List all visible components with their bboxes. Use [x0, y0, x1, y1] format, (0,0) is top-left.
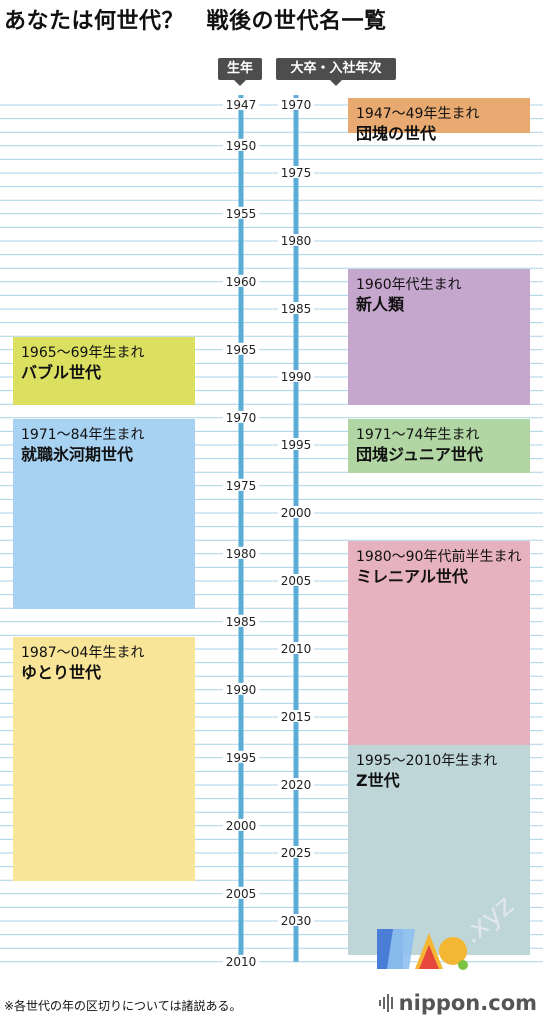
birth-year-axis-label-text: 生年 [226, 61, 253, 76]
graduation-year-tick-bg [278, 642, 314, 654]
birth-year-tick-label: 1980 [226, 547, 257, 561]
birth-year-tick-label: 1985 [226, 615, 257, 629]
birth-year-tick-bg [223, 614, 259, 627]
generation-years-label: 1980〜90年代前半生まれ [356, 549, 522, 566]
graduation-year-tick-bg [278, 846, 314, 858]
graduation-year-axis-label: 大卒・入社年次 [276, 58, 396, 86]
graduation-year-tick-bg [278, 914, 314, 926]
footnote: ※各世代の年の区切りについては諸説ある。 [4, 999, 242, 1013]
generation-name: ミレニアル世代 [356, 567, 468, 587]
birth-year-tick-label: 2010 [226, 955, 257, 969]
birth-year-tick-label: 2000 [226, 819, 257, 833]
birth-year-tick-bg [223, 206, 259, 219]
logo-icon [377, 929, 468, 970]
graduation-year-axis-label-text: 大卒・入社年次 [290, 61, 382, 76]
graduation-year-tick-bg [278, 98, 314, 110]
birth-year-tick-label: 1947 [226, 98, 257, 112]
generation-name: 団塊ジュニア世代 [356, 444, 483, 464]
birth-year-tick-label: 1975 [226, 479, 257, 493]
graduation-year-tick-label: 1990 [281, 370, 312, 384]
birth-year-tick-label: 1970 [226, 411, 257, 425]
generation-years-label: 1965〜69年生まれ [21, 345, 145, 362]
graduation-year-tick-label: 2030 [281, 914, 312, 928]
birth-year-axis-label: 生年 [218, 58, 262, 86]
generation-box-yutori: 1987〜04年生まれゆとり世代 [13, 636, 195, 882]
graduation-year-tick-bg [278, 710, 314, 722]
generation-box-shinjinrui: 1960年代生まれ新人類 [348, 269, 530, 406]
generation-years-label: 1971〜84年生まれ [21, 426, 145, 443]
birth-year-tick-bg [223, 98, 259, 110]
graduation-year-tick-label: 2000 [281, 506, 312, 520]
graduation-year-tick-label: 1980 [281, 234, 312, 248]
birth-year-tick-label: 1995 [226, 751, 257, 765]
birth-year-tick-bg [223, 546, 259, 559]
birth-year-tick-bg [223, 954, 259, 967]
generation-name: バブル世代 [21, 363, 102, 383]
graduation-year-tick-label: 1985 [281, 302, 312, 316]
birth-year-tick-bg [223, 818, 259, 831]
generation-box-dangos_jr: 1971〜74年生まれ団塊ジュニア世代 [348, 418, 530, 474]
graduation-year-tick-bg [278, 506, 314, 518]
graduation-year-tick-label: 1975 [281, 166, 312, 180]
generation-box-dangos: 1947〜49年生まれ団塊の世代 [348, 98, 530, 143]
generation-box-ice_age: 1971〜84年生まれ就職氷河期世代 [13, 418, 195, 610]
graduation-year-tick-label: 2010 [281, 642, 312, 656]
generation-years-label: 1960年代生まれ [356, 277, 462, 294]
generation-name: 就職氷河期世代 [21, 444, 134, 464]
timeline-tick-labels: 1947 1950 1955 1960 1965 1970 1975 1980 1985 1990… [223, 98, 314, 969]
generation-name: 新人類 [356, 295, 405, 315]
birth-year-tick-bg [223, 342, 259, 355]
birth-year-tick-label: 1955 [226, 207, 257, 221]
graduation-year-tick-label: 2025 [281, 846, 312, 860]
graduation-year-tick-bg [278, 778, 314, 790]
nippon-logo-icon [378, 994, 393, 1012]
generation-years-label: 1995〜2010年生まれ [356, 753, 498, 770]
generation-box-millennial: 1980〜90年代前半生まれミレニアル世代 [348, 541, 530, 746]
birth-year-tick-bg [223, 750, 259, 763]
generation-box-bubble: 1965〜69年生まれバブル世代 [13, 337, 195, 406]
page-title: あなたは何世代？ 戦後の世代名一覧 [4, 9, 387, 34]
birth-year-tick-bg [223, 138, 259, 151]
generation-name: 団塊の世代 [356, 124, 437, 143]
birth-year-tick-bg [223, 682, 259, 695]
birth-year-tick-label: 1965 [226, 343, 257, 357]
generation-years-label: 1947〜49年生まれ [356, 106, 480, 122]
timeline-chart: 1947 1950 1955 1960 1965 1970 1975 1980 1985 1990… [0, 95, 543, 969]
graduation-year-tick-bg [278, 302, 314, 314]
graduation-year-tick-bg [278, 166, 314, 178]
graduation-year-tick-label: 2020 [281, 778, 312, 792]
birth-year-tick-bg [223, 886, 259, 899]
birth-year-tick-label: 1990 [226, 683, 257, 697]
generation-name: Z世代 [356, 771, 400, 791]
birth-year-tick-label: 1960 [226, 275, 257, 289]
generation-years-label: 1971〜74年生まれ [356, 426, 480, 443]
graduation-year-tick-label: 1970 [281, 98, 312, 112]
birth-year-tick-label: 1950 [226, 139, 257, 153]
graduation-year-tick-bg [278, 370, 314, 382]
birth-year-tick-bg [223, 478, 259, 491]
graduation-year-tick-bg [278, 574, 314, 586]
graduation-year-tick-bg [278, 234, 314, 246]
graduation-year-tick-label: 1995 [281, 438, 312, 452]
graduation-year-tick-label: 2005 [281, 574, 312, 588]
generation-years-label: 1987〜04年生まれ [21, 644, 145, 661]
brand-mark: nippon.com [378, 991, 537, 1015]
birth-year-tick-bg [223, 274, 259, 287]
brand-name: nippon.com [398, 991, 537, 1015]
graduation-year-tick-label: 2015 [281, 710, 312, 724]
generation-name: ゆとり世代 [21, 662, 102, 682]
birth-year-tick-bg [223, 410, 259, 423]
graduation-year-tick-bg [278, 438, 314, 450]
birth-year-tick-label: 2005 [226, 887, 257, 901]
